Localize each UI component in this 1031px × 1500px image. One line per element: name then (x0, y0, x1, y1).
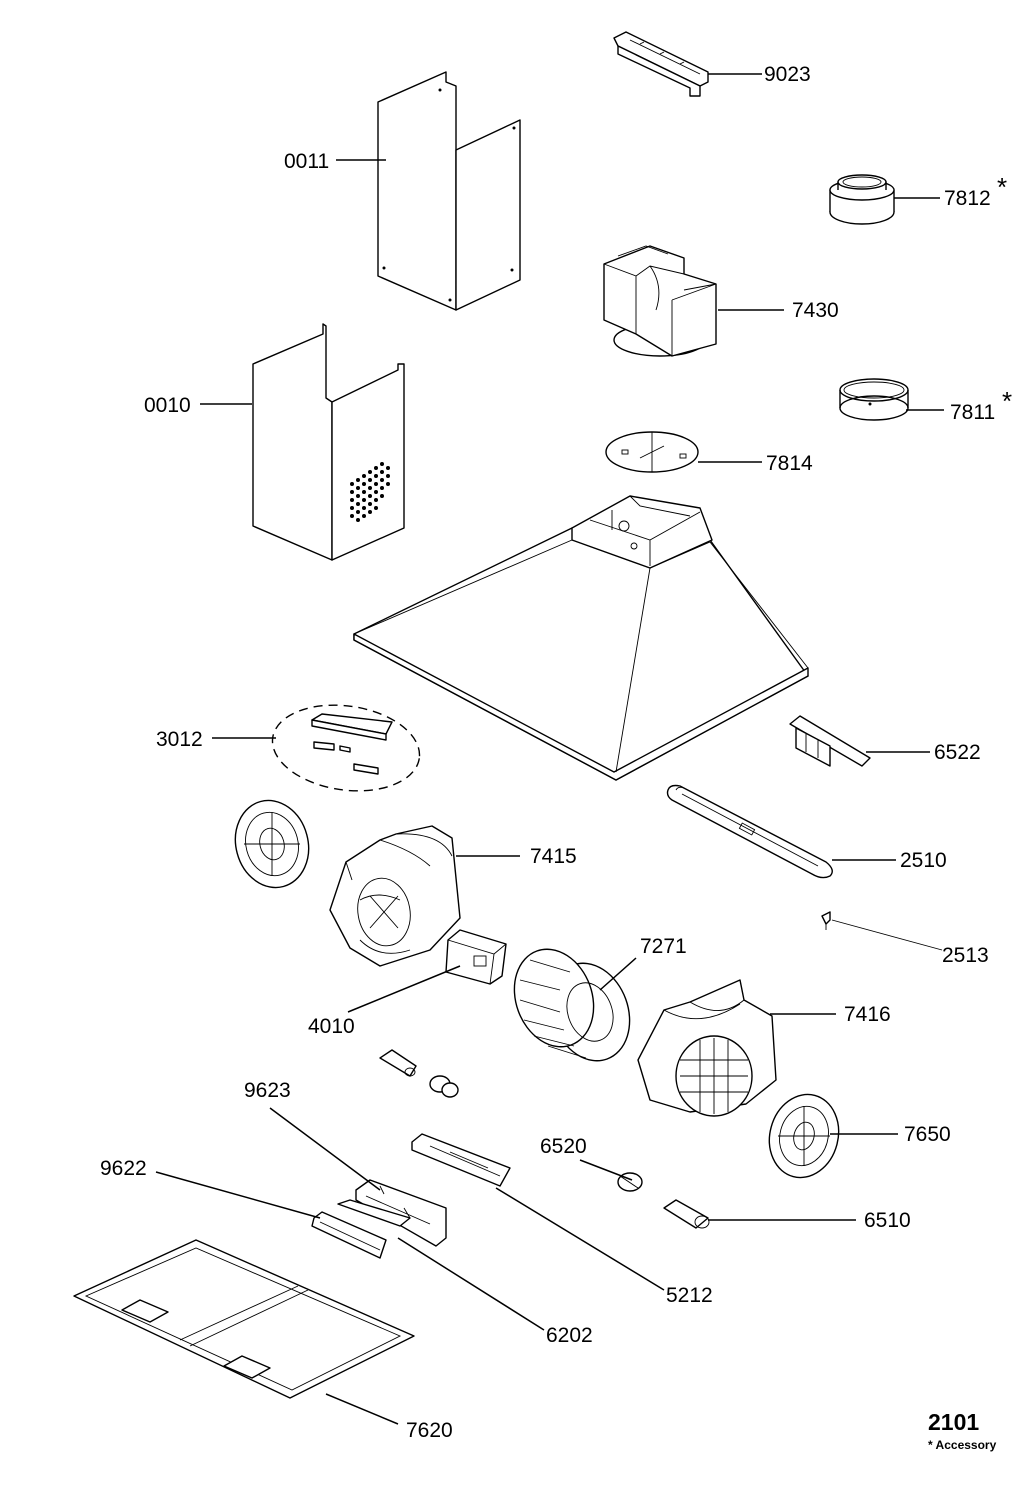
part-9623-switch-plate (355, 1179, 447, 1247)
part-2510-light-panel (666, 784, 833, 879)
accessory-note: * Accessory (928, 1438, 997, 1452)
leader-lines (155, 73, 944, 1425)
label-0010: 0010 (144, 394, 191, 417)
part-4010-box (445, 929, 507, 985)
part-6510-halogen (663, 1199, 710, 1229)
accessory-asterisk-7811: * (1002, 386, 1012, 416)
label-6510: 6510 (864, 1209, 911, 1232)
accessory-asterisk-7812: * (997, 172, 1007, 202)
part-left-fan-grille (234, 799, 310, 889)
label-7814: 7814 (766, 452, 813, 475)
label-0011: 0011 (284, 150, 329, 173)
part-7814-flap (605, 431, 699, 473)
label-7811: 7811 (950, 401, 995, 424)
label-3012: 3012 (156, 728, 203, 751)
part-7415-motor-housing (329, 825, 461, 967)
label-7430: 7430 (792, 299, 839, 322)
label-6522: 6522 (934, 741, 981, 764)
part-2513-screw (821, 911, 831, 930)
part-7812-collar (829, 174, 895, 225)
part-hood-canopy (353, 495, 809, 781)
label-6520: 6520 (540, 1135, 587, 1158)
label-7650: 7650 (904, 1123, 951, 1146)
label-6202: 6202 (546, 1324, 593, 1347)
label-7415: 7415 (530, 845, 577, 868)
label-2513: 2513 (942, 944, 989, 967)
part-6522-switch (789, 715, 871, 767)
part-5212-lamp-holder (411, 1133, 511, 1187)
part-7430-deflector (603, 245, 717, 357)
part-7271-blower-wheel (513, 948, 631, 1062)
label-5212: 5212 (666, 1284, 713, 1307)
part-small-nut-left (429, 1075, 459, 1098)
label-7416: 7416 (844, 1003, 891, 1026)
part-3012-control-panel (271, 704, 421, 792)
label-4010: 4010 (308, 1015, 355, 1038)
label-9023: 9023 (764, 63, 811, 86)
label-2510: 2510 (900, 849, 947, 872)
label-7620: 7620 (406, 1419, 453, 1442)
label-7271: 7271 (640, 935, 687, 958)
part-0010-lower-chimney (252, 323, 405, 561)
part-9622-switch-cover (311, 1211, 387, 1259)
part-7620-grease-filters (73, 1239, 415, 1399)
part-6202-switch-strip (337, 1199, 411, 1227)
part-7811-band (839, 378, 909, 421)
label-9622: 9622 (100, 1157, 147, 1180)
part-0011-upper-chimney (377, 71, 521, 311)
part-9023-bracket (613, 31, 709, 97)
page-number: 2101 (928, 1409, 979, 1435)
label-7812: 7812 (944, 187, 991, 210)
part-7416-motor-housing (637, 979, 777, 1117)
label-9623: 9623 (244, 1079, 291, 1102)
part-7650-fan-grille (768, 1093, 840, 1179)
part-small-plug-left (379, 1049, 417, 1077)
